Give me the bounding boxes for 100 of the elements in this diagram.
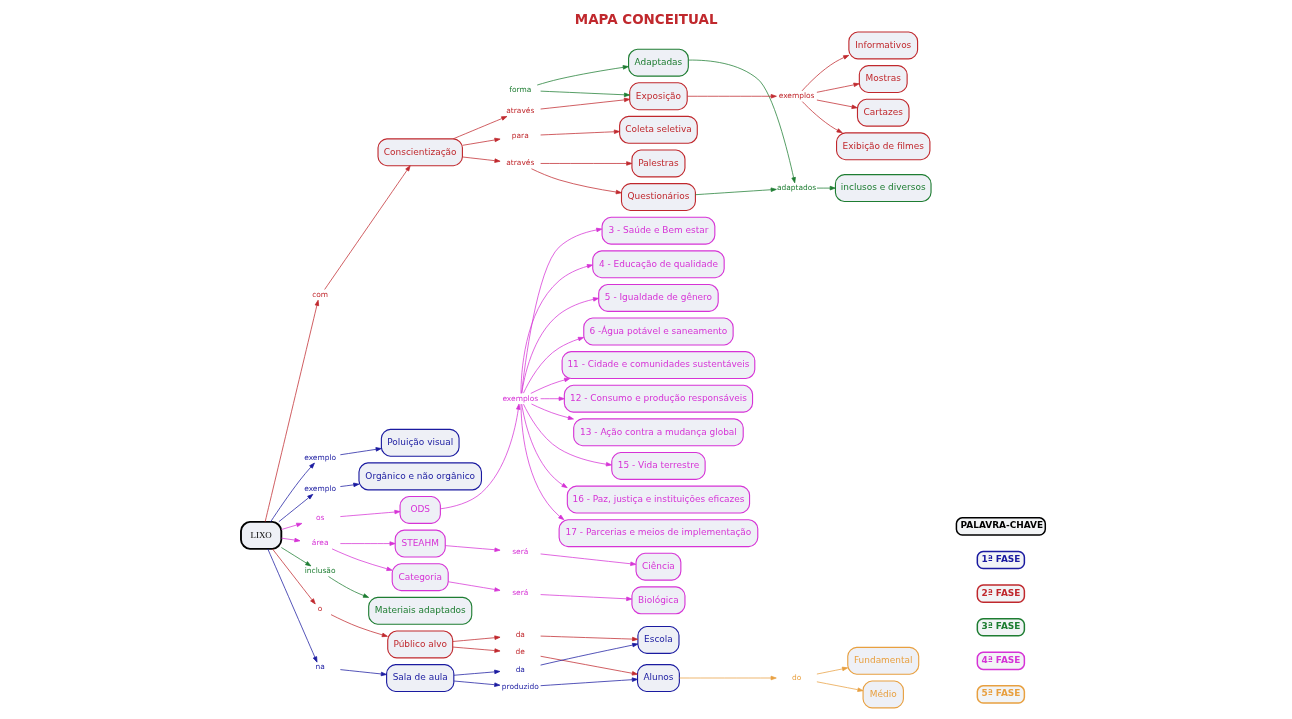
arrow <box>452 635 500 642</box>
arrow <box>539 635 638 642</box>
arrow <box>816 185 836 191</box>
node-text: através <box>505 158 534 168</box>
arrow <box>277 493 313 523</box>
node-box: Alunos <box>636 664 680 692</box>
node-box: 12 - Consumo e produção responsáveis <box>563 384 753 413</box>
node-text: será <box>511 546 528 556</box>
node-box: Sala de aula <box>385 664 454 692</box>
node-box: Escola <box>636 625 680 654</box>
arrow <box>522 336 584 394</box>
arrow <box>280 522 302 530</box>
node-box: 4 - Educação de qualidade <box>591 250 725 279</box>
arrow <box>539 642 638 666</box>
arrow <box>269 462 315 523</box>
node-box: Adaptadas <box>627 48 689 77</box>
node-box: 5 - Igualdade de gênero <box>597 283 719 312</box>
node-box: Ciência <box>635 552 681 581</box>
arrow <box>461 137 500 146</box>
legend-label: 2ª FASE <box>980 587 1020 598</box>
arrow <box>816 82 859 93</box>
node-box: Materiais adaptados <box>367 596 472 625</box>
arrow <box>539 677 638 687</box>
arrow <box>461 156 500 163</box>
arrow <box>323 165 411 290</box>
node-box: 16 - Paz, justiça e instituições eficazes <box>566 485 750 514</box>
node-box: Médio <box>862 680 904 709</box>
diagram-title: MAPA CONCEITUAL <box>574 12 717 28</box>
node-text: produzido <box>501 681 539 691</box>
node-text: inclusão <box>304 566 335 576</box>
arrow <box>539 97 630 110</box>
arrow <box>522 403 612 467</box>
node-box: 3 - Saúde e Bem estar <box>601 216 715 245</box>
node-text: forma <box>508 85 531 95</box>
arrow <box>280 537 300 543</box>
node-box: Mostras <box>858 65 908 94</box>
node-text: será <box>511 588 528 598</box>
arrow <box>327 576 369 598</box>
node-box: Conscientização <box>376 138 463 167</box>
legend-label: PALAVRA-CHAVE <box>960 520 1043 531</box>
node-box: Biológica <box>630 586 685 615</box>
arrow <box>339 509 400 517</box>
arrow <box>686 94 777 99</box>
arrow <box>339 447 382 456</box>
node-box: Exibição de filmes <box>835 132 930 161</box>
arrow <box>453 669 500 676</box>
node-box: Público alvo <box>386 630 453 659</box>
arrow <box>339 669 387 677</box>
node-text: exemplo <box>303 483 336 493</box>
node-box: Questionários <box>620 183 696 212</box>
node-box: Fundamental <box>846 646 919 675</box>
node-text: exemplo <box>303 452 336 462</box>
node-box: 11 - Cidade e comunidades sustentáveis <box>561 351 755 380</box>
arrow <box>520 403 568 489</box>
node-box: Categoria <box>391 563 449 592</box>
arrow <box>539 90 630 97</box>
arrow <box>539 161 632 166</box>
arrow <box>439 403 520 510</box>
node-box: 6 -Água potável e saneamento <box>582 317 734 346</box>
arrow <box>539 553 636 566</box>
arrow <box>801 55 849 92</box>
arrow <box>520 264 593 394</box>
arrow <box>331 548 392 571</box>
node-box: Orgânico e não orgânico <box>357 462 482 491</box>
node-text: os <box>315 513 324 523</box>
arrow <box>530 403 574 420</box>
node-text: de <box>515 647 525 657</box>
arrow <box>339 541 395 546</box>
node-text: na <box>315 662 325 672</box>
arrow <box>452 646 500 653</box>
arrow <box>264 299 319 523</box>
node-box: STEAHM <box>394 529 446 558</box>
node-box: Poluição visual <box>380 428 460 457</box>
node-box: inclusos e diversos <box>834 174 932 203</box>
arrow <box>520 227 602 394</box>
arrow <box>539 129 620 136</box>
arrow <box>266 548 317 663</box>
arrow <box>536 65 629 86</box>
arrow <box>694 187 777 196</box>
arrow <box>520 297 599 394</box>
node-box: Informativos <box>847 31 918 60</box>
node-box: Cartazes <box>856 98 910 127</box>
arrow <box>520 403 564 520</box>
arrow <box>452 116 507 140</box>
node-text: da <box>515 664 525 674</box>
arrow <box>539 396 565 401</box>
arrow <box>687 59 796 184</box>
node-text: exemplos <box>501 393 538 403</box>
node-text: através <box>505 106 534 116</box>
arrow <box>529 377 570 394</box>
node-box: Exposição <box>628 82 688 111</box>
arrow <box>816 666 848 675</box>
node-box: 13 - Ação contra a mudança global <box>572 418 744 447</box>
arrow <box>530 168 622 195</box>
node-text: área <box>311 538 328 548</box>
node-text: exemplos <box>778 91 814 101</box>
arrow <box>816 99 858 109</box>
arrow <box>453 680 500 687</box>
arrow <box>271 548 316 605</box>
legend-label: 4ª FASE <box>980 654 1020 665</box>
